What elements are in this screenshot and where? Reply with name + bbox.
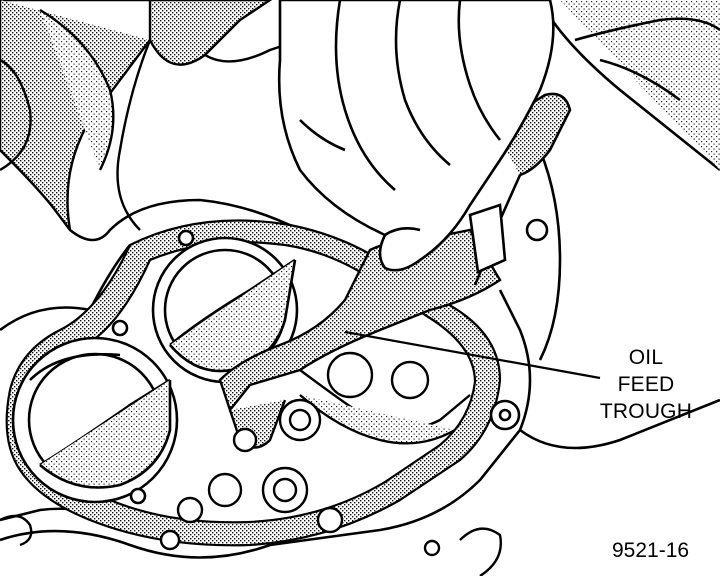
upper-bore [151, 229, 299, 384]
lower-bore [11, 319, 179, 505]
callout-line-3: TROUGH [599, 400, 693, 423]
callout-line-2: FEED [617, 373, 675, 396]
hand [277, 0, 555, 272]
upper-left-casting [0, 0, 331, 231]
callout-leader [344, 330, 601, 380]
oil-feed-trough-label: OIL FEED TROUGH [590, 344, 702, 425]
bottom-features [0, 514, 502, 576]
callout-line-1: OIL [628, 346, 664, 369]
casting-body [0, 0, 720, 559]
trough-assembly [159, 228, 502, 551]
bracket-arm [454, 92, 572, 431]
figure-number: 9521-16 [612, 539, 690, 562]
